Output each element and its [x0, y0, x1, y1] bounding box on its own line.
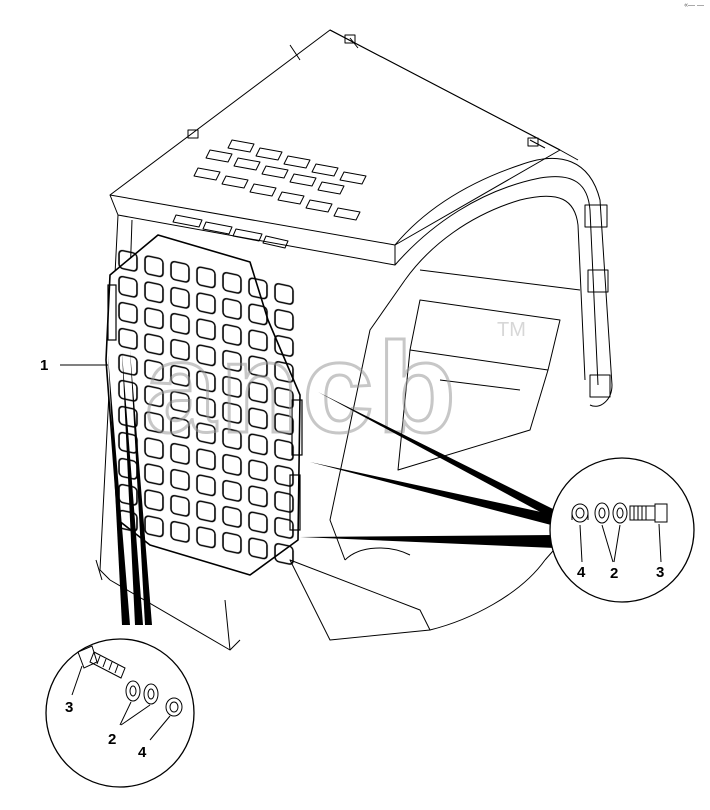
leader-wedge-left-c	[130, 350, 152, 625]
callout-left-bolt: 3	[65, 699, 73, 716]
callout-right-nut: 4	[577, 564, 586, 581]
nut-icon	[571, 503, 589, 523]
cab-frame	[95, 29, 613, 651]
watermark: ancb TM	[144, 316, 526, 462]
callout-1: 1	[40, 357, 48, 374]
bolt-icon	[77, 645, 126, 679]
nut-icon	[165, 697, 183, 717]
callout-left-washers: 2	[108, 731, 116, 748]
screen-grid	[115, 245, 297, 569]
bolt-icon	[629, 503, 668, 523]
callout-right-washers: 2	[610, 565, 618, 582]
corner-mark: «— —	[684, 2, 704, 9]
leader-wedge-middle	[310, 462, 555, 526]
roof-slots	[172, 139, 367, 249]
leader-wedge-lower	[300, 535, 555, 548]
detail-circle-left: 3 2 4	[45, 638, 195, 788]
leader-wedge-upper	[318, 392, 555, 520]
leader-lines	[60, 350, 555, 625]
washer-icon	[125, 680, 159, 705]
detail-circle-right: 4 2 3	[549, 457, 695, 603]
rear-screen	[105, 234, 303, 576]
callout-left-nut: 4	[138, 744, 147, 761]
trademark-mark: TM	[497, 319, 526, 341]
leader-wedge-left-b	[122, 352, 143, 625]
washer-icon	[594, 502, 628, 524]
callout-right-bolt: 3	[656, 564, 664, 581]
watermark-text: ancb	[145, 317, 460, 460]
leader-wedge-left-a	[108, 355, 130, 625]
